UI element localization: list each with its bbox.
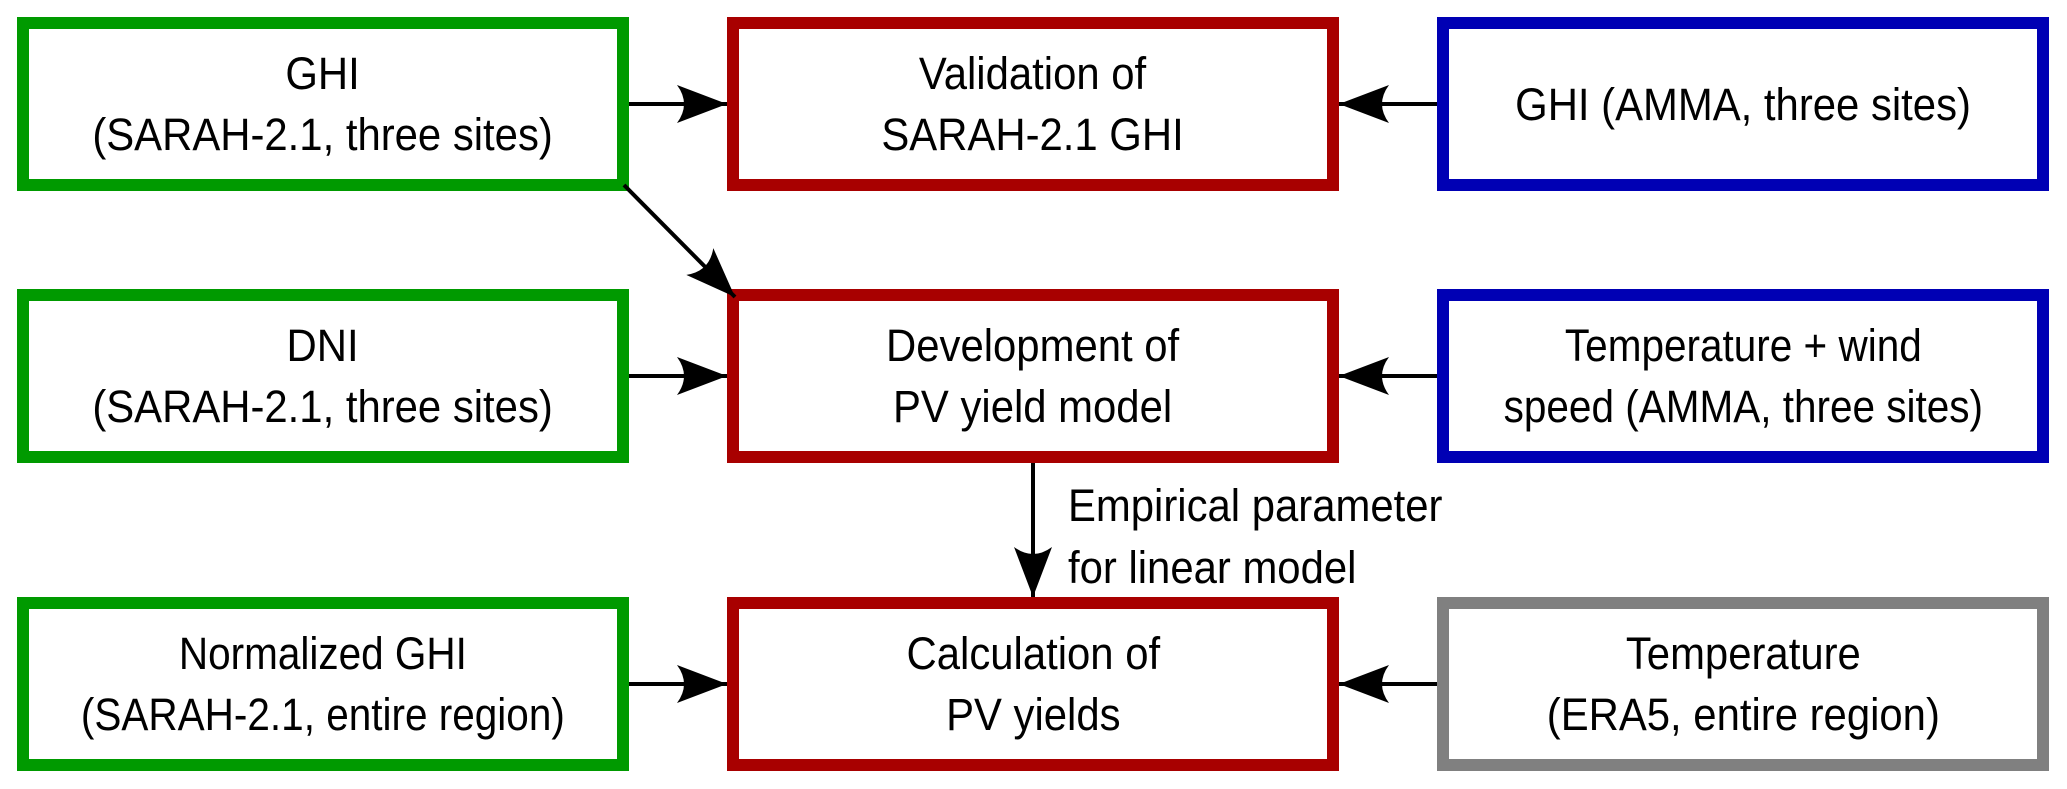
node-dni-sarah: DNI (SARAH-2.1, three sites) bbox=[17, 289, 629, 463]
node-label-line2: (SARAH-2.1, three sites) bbox=[92, 109, 554, 160]
node-label-line2: (SARAH-2.1, entire region) bbox=[81, 689, 565, 740]
node-label-line1: GHI bbox=[285, 48, 361, 99]
node-ghi-amma: GHI (AMMA, three sites) bbox=[1437, 17, 2049, 191]
node-validation: Validation of SARAH-2.1 GHI bbox=[727, 17, 1339, 191]
node-label: Development of PV yield model bbox=[886, 315, 1179, 437]
node-label-line2: (ERA5, entire region) bbox=[1546, 689, 1940, 740]
node-label: GHI (SARAH-2.1, three sites) bbox=[93, 43, 553, 165]
node-label: DNI (SARAH-2.1, three sites) bbox=[93, 315, 553, 437]
node-label-line2: speed (AMMA, three sites) bbox=[1503, 381, 1983, 432]
node-label-line1: Normalized GHI bbox=[178, 628, 468, 679]
node-normalized-ghi: Normalized GHI (SARAH-2.1, entire region… bbox=[17, 597, 629, 771]
node-label-line1: Development of bbox=[886, 320, 1180, 371]
node-label-line2: PV yields bbox=[945, 689, 1121, 740]
node-temp-wind-amma: Temperature + wind speed (AMMA, three si… bbox=[1437, 289, 2049, 463]
node-label: Validation of SARAH-2.1 GHI bbox=[882, 43, 1184, 165]
node-label: GHI (AMMA, three sites) bbox=[1515, 74, 1971, 135]
node-label-line2: SARAH-2.1 GHI bbox=[881, 109, 1185, 160]
node-label-line1: Temperature + wind bbox=[1564, 320, 1922, 371]
edge-label-line1: Empirical parameter bbox=[1068, 480, 1443, 531]
node-label-line1: DNI bbox=[286, 320, 360, 371]
node-label: Temperature (ERA5, entire region) bbox=[1546, 623, 1939, 745]
edge-label-line2: for linear model bbox=[1068, 542, 1357, 593]
node-label: Normalized GHI (SARAH-2.1, entire region… bbox=[81, 623, 565, 745]
node-label-line2: PV yield model bbox=[893, 381, 1173, 432]
node-label-line1: GHI (AMMA, three sites) bbox=[1515, 78, 1971, 130]
node-ghi-sarah: GHI (SARAH-2.1, three sites) bbox=[17, 17, 629, 191]
node-label-line2: (SARAH-2.1, three sites) bbox=[92, 381, 554, 432]
node-temp-era5: Temperature (ERA5, entire region) bbox=[1437, 597, 2049, 771]
node-label-line1: Validation of bbox=[919, 48, 1147, 99]
node-development: Development of PV yield model bbox=[727, 289, 1339, 463]
node-calculation: Calculation of PV yields bbox=[727, 597, 1339, 771]
node-label: Temperature + wind speed (AMMA, three si… bbox=[1503, 315, 1982, 437]
edge-ghi-sarah-to-development bbox=[622, 183, 737, 299]
edge-label-empirical-parameter: Empirical parameter for linear model bbox=[1068, 475, 1442, 599]
node-label-line1: Calculation of bbox=[906, 628, 1160, 679]
node-label: Calculation of PV yields bbox=[906, 623, 1160, 745]
node-label-line1: Temperature bbox=[1625, 628, 1861, 679]
